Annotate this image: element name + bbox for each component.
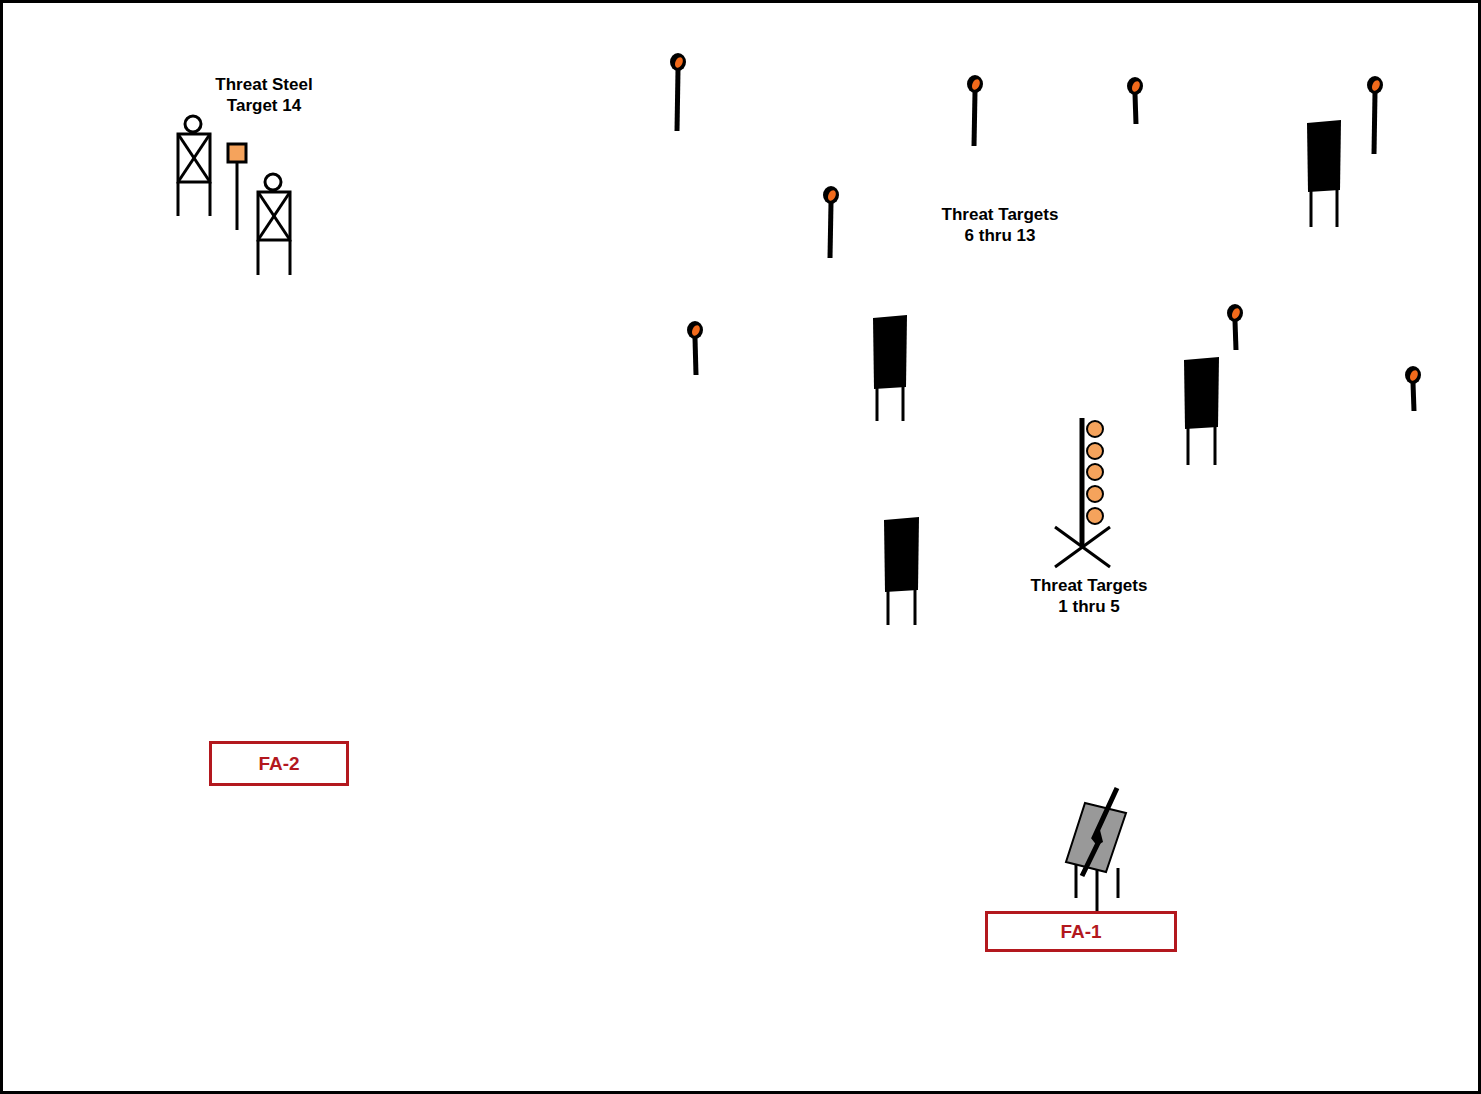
popper-target: [1405, 366, 1421, 411]
target-label: Threat Targets 6 thru 13: [938, 204, 1063, 246]
popper-target: [670, 53, 686, 131]
no-shoot-panel: [873, 315, 907, 421]
fault-area-label: FA-2: [258, 753, 299, 775]
steel-plate-target: [228, 144, 246, 230]
no-shoot-panel: [884, 517, 919, 625]
silhouette-target: [178, 116, 210, 216]
popper-target: [823, 186, 839, 258]
popper-target: [1227, 304, 1243, 350]
popper-target: [1367, 76, 1383, 154]
fault-area-box: FA-1: [985, 911, 1177, 952]
silhouette-target: [258, 174, 290, 275]
fault-area-label: FA-1: [1060, 921, 1101, 943]
popper-target: [687, 321, 703, 375]
target-label: Threat Targets 1 thru 5: [1027, 575, 1152, 617]
popper-target: [1127, 77, 1143, 124]
plate-rack: [1055, 418, 1110, 567]
rifle-table: [1066, 788, 1126, 912]
no-shoot-panels: [873, 120, 1341, 625]
target-label: Threat Steel Target 14: [202, 74, 327, 116]
no-shoot-panel: [1184, 357, 1219, 465]
no-shoot-panel: [1307, 120, 1341, 227]
popper-targets: [670, 53, 1421, 411]
popper-target: [967, 75, 983, 146]
fault-area-box: FA-2: [209, 741, 349, 786]
